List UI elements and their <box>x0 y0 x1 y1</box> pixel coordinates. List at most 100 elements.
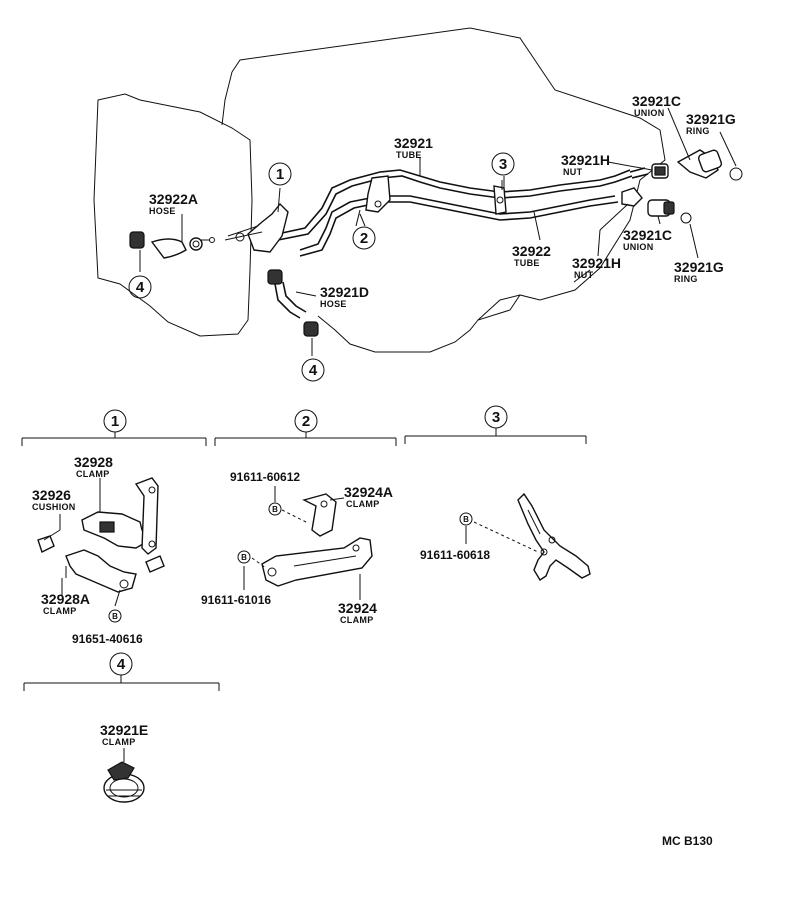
fuel-tube-32921 <box>267 169 633 243</box>
label-32922a-hose: 32922A HOSE <box>149 191 198 216</box>
label-32926-cushion: 32926 CUSHION <box>32 487 76 512</box>
label-32921h-mid: 32921H NUT <box>572 255 621 280</box>
svg-text:CLAMP: CLAMP <box>102 737 136 747</box>
tube-bracket-1 <box>196 202 289 253</box>
svg-text:NUT: NUT <box>563 167 583 177</box>
svg-text:RING: RING <box>674 274 698 284</box>
svg-text:4: 4 <box>117 656 126 673</box>
label-32924a-clamp: 32924A CLAMP <box>344 484 393 509</box>
bracket-detail-3 <box>517 492 591 581</box>
fuel-tube-32922 <box>299 195 619 257</box>
svg-text:CLAMP: CLAMP <box>76 469 110 479</box>
clamp-32921e <box>103 761 145 803</box>
code-91611-60618: 91611-60618 <box>420 548 490 562</box>
svg-text:32924A: 32924A <box>344 484 393 500</box>
leader-lines-detail-3 <box>465 521 539 553</box>
label-32922-tube: 32922 TUBE <box>512 243 551 268</box>
union-fitting-top <box>651 149 743 181</box>
svg-text:32921C: 32921C <box>632 93 681 109</box>
svg-text:TUBE: TUBE <box>514 258 540 268</box>
bolt-mark-detail-3: B <box>459 512 473 526</box>
code-91611-61016: 91611-61016 <box>201 593 271 607</box>
callout-4-bottom: 4 <box>301 358 325 382</box>
leader-lines-detail-2 <box>243 486 361 600</box>
svg-text:B: B <box>241 553 247 562</box>
callout-4-left: 4 <box>128 275 152 299</box>
hose-32921d <box>267 269 319 337</box>
svg-text:CLAMP: CLAMP <box>43 606 77 616</box>
svg-text:32921H: 32921H <box>561 152 610 168</box>
callout-2-top: 2 <box>352 226 376 250</box>
label-32921c-top: 32921C UNION <box>632 93 681 118</box>
svg-text:32921: 32921 <box>394 135 433 151</box>
label-32921c-mid: 32921C UNION <box>623 227 672 252</box>
label-32921d-hose: 32921D HOSE <box>320 284 369 309</box>
svg-text:B: B <box>272 505 278 514</box>
bolt-mark-detail-1: B <box>108 609 122 623</box>
svg-text:32921E: 32921E <box>100 722 148 738</box>
svg-text:32921C: 32921C <box>623 227 672 243</box>
detail-header-1: 1 <box>21 409 207 446</box>
engine-outline <box>221 27 666 353</box>
svg-text:32921H: 32921H <box>572 255 621 271</box>
clamp-32928a <box>65 549 137 593</box>
svg-text:HOSE: HOSE <box>149 206 176 216</box>
svg-text:2: 2 <box>360 230 368 247</box>
callout-3-top: 3 <box>491 152 515 176</box>
svg-text:TUBE: TUBE <box>396 150 422 160</box>
svg-text:32921G: 32921G <box>674 259 724 275</box>
leader-lines-top <box>139 107 737 356</box>
clamp-32924 <box>261 537 373 587</box>
bolt-mark-detail-2b: B <box>237 550 251 564</box>
label-32928a-clamp: 32928A CLAMP <box>41 591 90 616</box>
svg-text:32928A: 32928A <box>41 591 90 607</box>
label-32921g-top: 32921G RING <box>686 111 736 136</box>
svg-text:UNION: UNION <box>623 242 654 252</box>
detail-header-3: 3 <box>404 405 587 444</box>
label-32921g-mid: 32921G RING <box>674 259 724 284</box>
svg-text:32922A: 32922A <box>149 191 198 207</box>
label-32921h-top: 32921H NUT <box>561 152 610 177</box>
svg-text:3: 3 <box>492 409 500 426</box>
svg-text:CUSHION: CUSHION <box>32 502 76 512</box>
svg-text:B: B <box>112 612 118 621</box>
label-32924-clamp: 32924 CLAMP <box>338 600 377 625</box>
label-32928-clamp: 32928 CLAMP <box>74 454 113 479</box>
hose-32922a <box>129 231 203 259</box>
svg-text:32921G: 32921G <box>686 111 736 127</box>
svg-text:HOSE: HOSE <box>320 299 347 309</box>
svg-text:32924: 32924 <box>338 600 377 616</box>
svg-text:4: 4 <box>136 279 145 296</box>
detail-header-4: 4 <box>23 652 220 691</box>
svg-text:1: 1 <box>276 166 284 183</box>
svg-text:CLAMP: CLAMP <box>340 615 374 625</box>
svg-text:CLAMP: CLAMP <box>346 499 380 509</box>
svg-text:32921D: 32921D <box>320 284 369 300</box>
svg-text:RING: RING <box>686 126 710 136</box>
svg-text:2: 2 <box>302 413 310 430</box>
leader-lines-detail-1 <box>43 478 121 607</box>
transmission-outline <box>93 93 253 337</box>
diagram-id: MC B130 <box>662 834 713 848</box>
svg-text:UNION: UNION <box>634 108 665 118</box>
tube-clamp-3 <box>493 180 507 215</box>
code-91651-40616: 91651-40616 <box>72 632 143 646</box>
detail-header-2: 2 <box>214 409 397 446</box>
callout-1-top: 1 <box>268 162 292 186</box>
bolt-mark-detail-2a: B <box>268 502 282 516</box>
clamp-32924a <box>302 493 337 537</box>
svg-text:NUT: NUT <box>574 270 594 280</box>
label-32921e-clamp: 32921E CLAMP <box>100 722 148 747</box>
svg-text:4: 4 <box>309 362 318 379</box>
clamp-32928 <box>81 477 159 555</box>
code-91611-60612: 91611-60612 <box>230 470 300 484</box>
svg-text:B: B <box>463 515 469 524</box>
cushion-32926 <box>37 535 165 573</box>
svg-text:3: 3 <box>499 156 507 173</box>
svg-text:32926: 32926 <box>32 487 71 503</box>
svg-text:32922: 32922 <box>512 243 551 259</box>
svg-text:1: 1 <box>111 413 119 430</box>
union-fitting-mid <box>621 187 692 224</box>
tube-bracket-2 <box>355 175 391 227</box>
